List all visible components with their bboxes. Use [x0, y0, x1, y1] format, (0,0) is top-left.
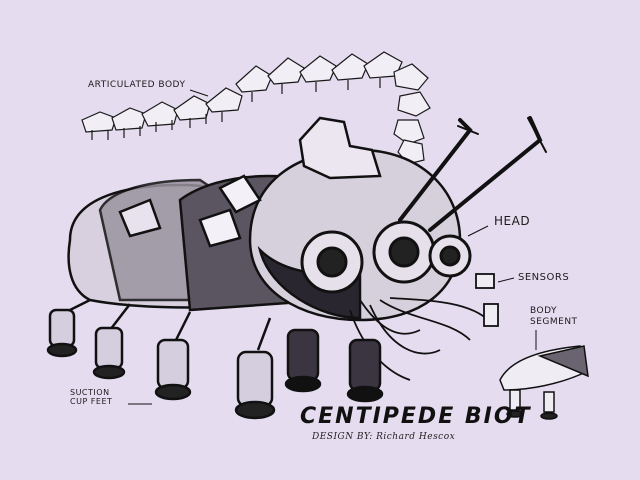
- drawing-title: CENTIPEDE BIOT: [300, 404, 532, 429]
- sensors: [349, 273, 499, 381]
- antennae: [398, 116, 547, 232]
- suction-cup-feet-label: SUCTION CUP FEET: [70, 388, 113, 406]
- articulated-body-label: ARTICULATED BODY: [88, 80, 186, 90]
- sensors-label: SENSORS: [518, 272, 570, 283]
- design-credit: DESIGN BY: Richard Hescox: [312, 432, 456, 442]
- suction-cup-legs: [46, 298, 384, 420]
- biot-head: [300, 220, 472, 294]
- head-label: HEAD: [494, 214, 531, 228]
- body-segment-sketch: [499, 345, 589, 420]
- body-segment-label: BODY SEGMENT: [530, 306, 578, 327]
- articulated-body-chain: [81, 51, 431, 165]
- annotation-arrows: [128, 89, 537, 405]
